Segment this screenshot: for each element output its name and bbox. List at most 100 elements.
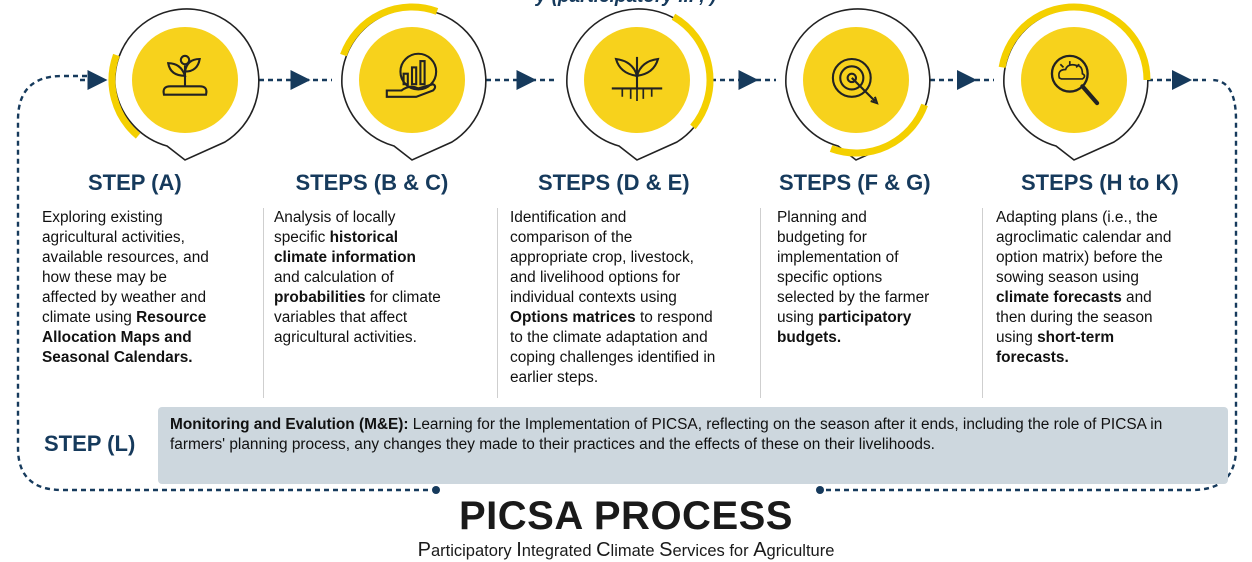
subtitle-text: ntegrated xyxy=(521,542,597,560)
body-text: agricultural activities, xyxy=(42,229,185,246)
emphasis-text: forecasts. xyxy=(996,349,1069,366)
description-line: forecasts. xyxy=(996,348,1171,368)
description-line: Seasonal Calendars. xyxy=(42,348,209,368)
description-line: budgeting for xyxy=(777,228,929,248)
body-text: comparison of the xyxy=(510,229,633,246)
acronym-initial: C xyxy=(596,539,611,561)
subtitle-text: articipatory xyxy=(430,542,517,560)
emphasis-text: participatory xyxy=(818,309,912,326)
body-text: Analysis of locally xyxy=(274,209,396,226)
description-line: appropriate crop, livestock, xyxy=(510,248,715,268)
description-line: budgets. xyxy=(777,328,929,348)
body-text: Planning and xyxy=(777,209,867,226)
emphasis-text: Allocation Maps and xyxy=(42,329,192,346)
hand-holding-chart-icon xyxy=(385,52,438,98)
description-line: specific historical xyxy=(274,228,441,248)
body-text: to the climate adaptation and xyxy=(510,329,708,346)
flow-arrow-icon xyxy=(738,70,759,90)
body-text: individual contexts using xyxy=(510,289,677,306)
subtitle-text: limate xyxy=(610,542,660,560)
step-badge xyxy=(340,3,487,161)
yellow-disc xyxy=(1021,27,1127,133)
description-line: climate information xyxy=(274,248,441,268)
body-text: variables that affect xyxy=(274,309,408,326)
description-line: sowing season using xyxy=(996,268,1171,288)
emphasis-text: short-term xyxy=(1037,329,1115,346)
description-line: Identification and xyxy=(510,208,715,228)
description-line: individual contexts using xyxy=(510,288,715,308)
body-text: affected by weather and xyxy=(42,289,206,306)
flow-arrow-icon xyxy=(87,70,108,90)
body-text: climate using xyxy=(42,309,137,326)
column-divider xyxy=(263,208,264,398)
description-line: probabilities for climate xyxy=(274,288,441,308)
description-line: climate using Resource xyxy=(42,308,209,328)
me-text: Learning for the Implementation of PICSA… xyxy=(170,416,1163,453)
description-line: Planning and xyxy=(777,208,929,228)
flow-arrow-icon xyxy=(290,70,311,90)
yellow-ring-arc xyxy=(671,13,714,130)
body-text: using xyxy=(777,309,819,326)
step-l-title: STEP (L) xyxy=(44,431,136,456)
step-title: STEPS (B & C) xyxy=(295,170,449,195)
step-title: STEPS (F & G) xyxy=(779,170,931,195)
description-line: earlier steps. xyxy=(510,368,715,388)
description-line: agroclimatic calendar and xyxy=(996,228,1171,248)
description-line: to the climate adaptation and xyxy=(510,328,715,348)
body-text: budgeting for xyxy=(777,229,867,246)
description-line: available resources, and xyxy=(42,248,209,268)
description-line: coping challenges identified in xyxy=(510,348,715,368)
body-text: sowing season using xyxy=(996,269,1139,286)
description-line: how these may be xyxy=(42,268,209,288)
picsa-process-subtitle: Participatory Integrated Climate Service… xyxy=(0,539,1252,562)
body-text: Exploring existing xyxy=(42,209,163,226)
description-line: agricultural activities. xyxy=(274,328,441,348)
description-line: using short-term xyxy=(996,328,1171,348)
emphasis-text: climate forecasts xyxy=(996,289,1122,306)
body-text: and livelihood options for xyxy=(510,269,681,286)
description-line: climate forecasts and xyxy=(996,288,1171,308)
step-description: Planning and budgeting for implementation … xyxy=(777,208,929,348)
yellow-ring-arc xyxy=(340,3,439,57)
step-badge xyxy=(566,8,714,161)
body-text: agroclimatic calendar and xyxy=(996,229,1172,246)
emphasis-text: probabilities xyxy=(274,289,366,306)
emphasis-text: budgets. xyxy=(777,329,842,346)
emphasis-text: climate information xyxy=(274,249,416,266)
body-text: Identification and xyxy=(510,209,627,226)
description-line: variables that affect xyxy=(274,308,441,328)
emphasis-text: Seasonal Calendars. xyxy=(42,349,193,366)
emphasis-text: historical xyxy=(329,229,399,246)
header-fragment: y (participatory ... , ) xyxy=(0,0,1252,8)
description-line: Exploring existing xyxy=(42,208,209,228)
emphasis-text: Options matrices xyxy=(510,309,636,326)
description-line: and livelihood options for xyxy=(510,268,715,288)
acronym-initial: P xyxy=(417,539,431,561)
body-text: coping challenges identified in xyxy=(510,349,716,366)
body-text: using xyxy=(996,329,1038,346)
acronym-initial: I xyxy=(516,539,522,561)
emphasis-text: Resource xyxy=(136,309,207,326)
yellow-ring-arc xyxy=(108,53,141,139)
yellow-ring-arc xyxy=(998,3,1151,81)
body-text: option matrix) before the xyxy=(996,249,1163,266)
description-line: implementation of xyxy=(777,248,929,268)
subtitle-text: griculture xyxy=(766,542,835,560)
step-title: STEPS (D & E) xyxy=(538,170,690,195)
description-line: Adapting plans (i.e., the xyxy=(996,208,1171,228)
body-text: appropriate crop, livestock, xyxy=(510,249,694,266)
step-title: STEPS (H to K) xyxy=(1021,170,1179,195)
acronym-initial: A xyxy=(753,539,767,561)
acronym-initial: S xyxy=(659,539,673,561)
body-text: available resources, and xyxy=(42,249,209,266)
body-text: specific options xyxy=(777,269,883,286)
loop-dot-right xyxy=(816,486,824,494)
body-text: for climate xyxy=(365,289,441,306)
column-divider xyxy=(760,208,761,398)
description-line: selected by the farmer xyxy=(777,288,929,308)
step-description: Identification and comparison of the appro… xyxy=(510,208,715,388)
subtitle-text: ervices for xyxy=(672,542,754,560)
